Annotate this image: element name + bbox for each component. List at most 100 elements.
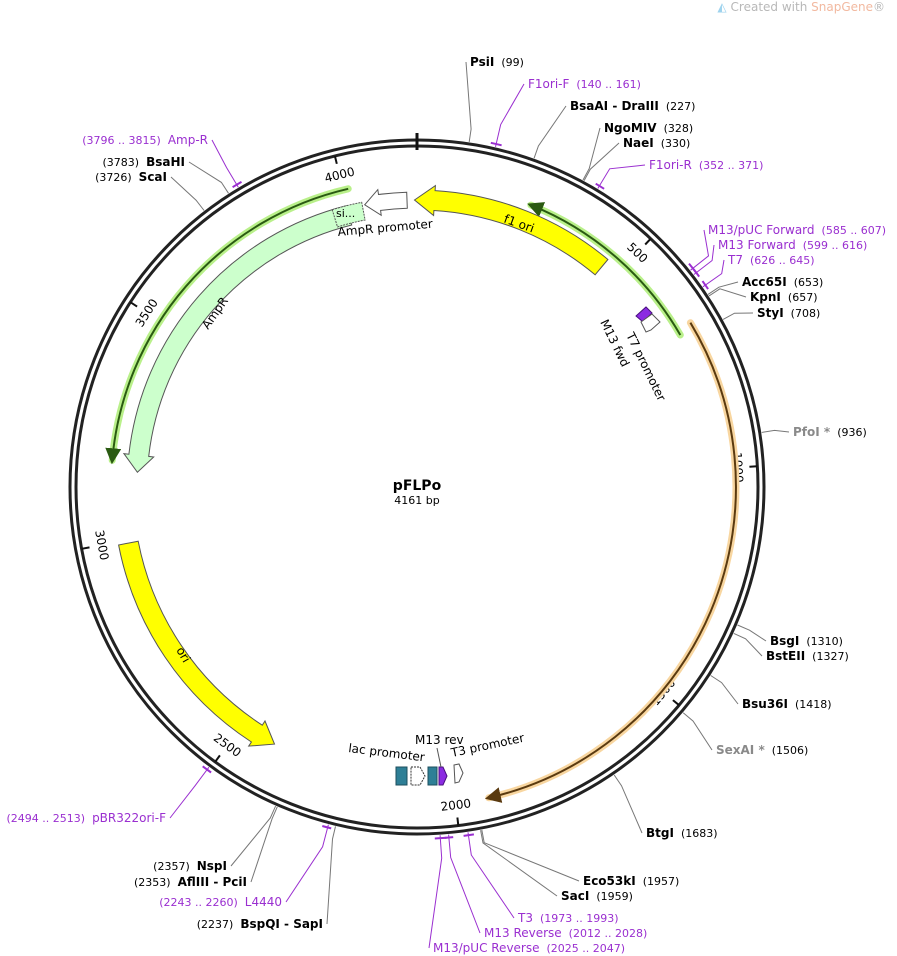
primer-label-t3[interactable]: T3 (1973 .. 1993) (517, 911, 619, 925)
ampr-feature[interactable] (122, 204, 353, 474)
t3-promoter-feature[interactable] (453, 763, 464, 784)
lac-promoter-feature[interactable] (410, 766, 426, 786)
label-name: BtgI (646, 826, 674, 840)
primer-binding-marker[interactable] (232, 181, 242, 189)
m13-fwd-feature[interactable] (635, 306, 653, 323)
cap-site-feature[interactable] (427, 766, 438, 786)
site-label-bspqi-sapi[interactable]: (2237) BspQI - SapI (197, 917, 323, 931)
m13-rev-feature[interactable] (438, 766, 448, 786)
green-arc-feature-2[interactable] (105, 187, 349, 465)
site-label-psii[interactable]: PsiI (99) (470, 55, 524, 69)
label-leader-line (582, 127, 601, 181)
primer-label-m13-puc-reverse[interactable]: M13/pUC Reverse (2025 .. 2047) (433, 941, 625, 955)
green-arc-feature-1[interactable] (527, 202, 682, 336)
lac-operator-feature[interactable] (395, 766, 408, 786)
site-label-naei[interactable]: NaeI (330) (623, 136, 690, 150)
site-label-styi[interactable]: StyI (708) (757, 306, 820, 320)
primer-binding-marker[interactable] (434, 836, 447, 840)
tick-mark (81, 546, 90, 550)
label-name: M13 Reverse (484, 926, 562, 940)
feature-label-lac-promoter[interactable]: lac promoter (348, 741, 426, 764)
site-label-btgi[interactable]: BtgI (1683) (646, 826, 718, 840)
primer-binding-marker[interactable] (202, 765, 212, 774)
label-name: BsgI (770, 634, 799, 648)
label-leader-line (710, 675, 739, 705)
orange-arc-feature[interactable] (484, 322, 737, 803)
site-label-ngomiv[interactable]: NgoMIV (328) (604, 121, 693, 135)
site-label-bsteii[interactable]: BstEII (1327) (766, 649, 849, 663)
feature-label-signal[interactable]: si... (336, 207, 355, 220)
site-label-acc65i[interactable]: Acc65I (653) (742, 275, 823, 289)
ampr-promoter-feature[interactable] (363, 188, 408, 217)
label-position: (3726) (95, 171, 132, 184)
label-gap (533, 912, 540, 925)
tick-label: 3000 (92, 529, 111, 562)
primer-label-t7[interactable]: T7 (626 .. 645) (727, 253, 815, 267)
feature-label-ori[interactable]: ori (173, 645, 193, 666)
site-label-saci[interactable]: SacI (1959) (561, 889, 633, 903)
label-leader-line (495, 83, 525, 148)
label-gap (494, 56, 501, 69)
plasmid-length: 4161 bp (394, 494, 439, 507)
label-gap (674, 827, 681, 840)
tick-mark (672, 699, 680, 706)
site-label-bsu36i[interactable]: Bsu36I (1418) (742, 697, 832, 711)
label-position: (140 .. 161) (576, 78, 641, 91)
site-label-sexai[interactable]: SexAI * (1506) (716, 743, 808, 757)
site-label-kpni[interactable]: KpnI (657) (750, 290, 818, 304)
primer-binding-marker[interactable] (322, 825, 332, 830)
label-name: NaeI (623, 136, 654, 150)
label-name: KpnI (750, 290, 781, 304)
tick-label: 2000 (440, 796, 472, 814)
tick-mark (749, 465, 758, 468)
label-leader-line (170, 176, 205, 211)
primer-label-f1ori-f[interactable]: F1ori-F (140 .. 161) (528, 77, 641, 91)
primer-label-m13-reverse[interactable]: M13 Reverse (2012 .. 2028) (484, 926, 647, 940)
site-label-bsgi[interactable]: BsgI (1310) (770, 634, 843, 648)
label-gap (743, 254, 750, 267)
label-gap (765, 744, 772, 757)
label-gap (654, 137, 661, 150)
site-label-afliii-pcii[interactable]: (2353) AflIII - PciI (134, 875, 247, 889)
label-name: M13 Forward (718, 238, 796, 252)
site-label-bsahi[interactable]: (3783) BsaHI (103, 155, 185, 169)
primer-label-f1ori-r[interactable]: F1ori-R (352 .. 371) (649, 158, 763, 172)
label-gap (171, 876, 178, 889)
label-gap (190, 860, 197, 873)
primer-binding-marker[interactable] (692, 268, 701, 278)
label-gap (784, 307, 791, 320)
primer-label-amp-r[interactable]: (3796 .. 3815) Amp-R (82, 133, 208, 147)
site-label-bsaai-draiii[interactable]: BsaAI - DraIII (227) (570, 99, 695, 113)
primer-binding-marker[interactable] (701, 280, 709, 290)
primer-label-l4440[interactable]: (2243 .. 2260) L4440 (159, 895, 282, 909)
site-label-pfoi[interactable]: PfoI * (936) (793, 425, 867, 439)
ori-feature[interactable] (118, 540, 276, 747)
label-leader-line (211, 139, 239, 188)
primer-binding-marker[interactable] (490, 141, 502, 147)
site-label-nspi[interactable]: (2357) NspI (153, 859, 227, 873)
leader-lines (169, 61, 790, 949)
site-label-eco53ki[interactable]: Eco53kI (1957) (583, 874, 679, 888)
label-name: L4440 (245, 895, 282, 909)
t7-promoter-feature[interactable] (640, 313, 661, 333)
primer-label-pbr322ori-f[interactable]: (2494 .. 2513) pBR322ori-F (7, 811, 167, 825)
feature-label-t7-promoter[interactable]: T7 promoter (623, 329, 669, 403)
label-leader-line (708, 288, 747, 298)
label-leader-line (188, 161, 229, 194)
f1-ori-feature[interactable] (413, 184, 609, 276)
label-gap (132, 171, 139, 184)
label-leader-line (285, 824, 329, 903)
primer-label-m13-forward[interactable]: M13 Forward (599 .. 616) (718, 238, 867, 252)
label-leader-line (448, 834, 481, 934)
signal-sequence-feature[interactable] (331, 201, 366, 228)
label-leader-line (465, 61, 472, 142)
label-position: (653) (794, 276, 824, 289)
site-label-scai[interactable]: (3726) ScaI (95, 170, 167, 184)
feature-label-m13-rev[interactable]: M13 rev (415, 733, 464, 747)
primer-binding-marker[interactable] (595, 182, 605, 190)
primer-binding-marker[interactable] (463, 833, 475, 837)
primer-label-m13-puc-forward[interactable]: M13/pUC Forward (585 .. 607) (708, 223, 886, 237)
tick-label: 4000 (323, 164, 356, 185)
label-leader-line (428, 835, 443, 949)
label-leader-line (169, 766, 210, 819)
